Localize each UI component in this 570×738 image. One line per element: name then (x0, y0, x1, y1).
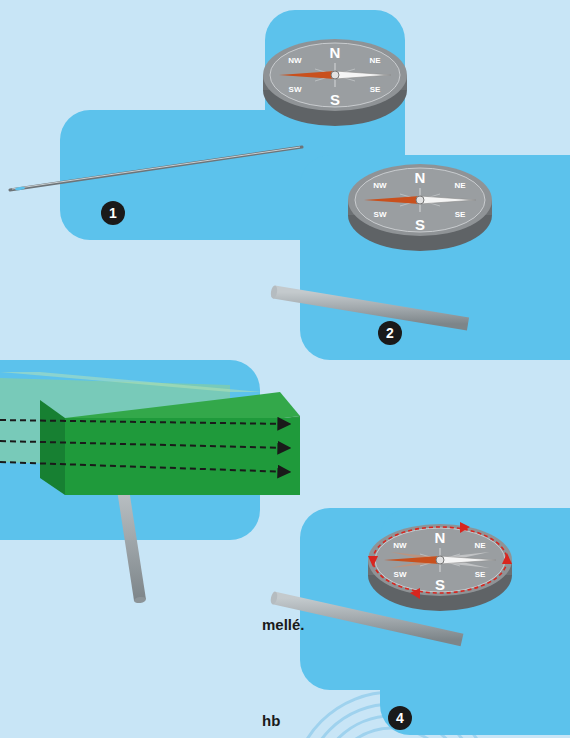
callout-number: 1 (109, 206, 117, 220)
callout-number: 4 (388, 706, 412, 730)
compass-letter: S (435, 577, 445, 592)
text-fragment: hb (262, 713, 280, 728)
compass (348, 164, 492, 251)
compass-needle (279, 71, 391, 79)
compass (263, 39, 407, 126)
text-fragment: mellé. (262, 617, 305, 632)
callout-number: 2 (378, 321, 402, 345)
compass-letter: SW (394, 571, 407, 579)
compass-letter: SW (374, 211, 387, 219)
compass-letter: NE (474, 542, 485, 550)
compass-letter: SE (455, 211, 466, 219)
compass-letter: NW (373, 182, 386, 190)
compass-letter: N (330, 45, 341, 60)
compass-letter: NE (454, 182, 465, 190)
compass-letter: SE (370, 86, 381, 94)
field-arrow (0, 420, 290, 472)
callout-number: 1 (101, 201, 125, 225)
compass-letter: NW (288, 57, 301, 65)
magnet-bar (0, 372, 300, 495)
compass-letter: NE (369, 57, 380, 65)
compass-letter: S (415, 217, 425, 232)
iron-rod (270, 285, 468, 324)
panel (0, 10, 570, 735)
rotation-arrow (368, 522, 512, 599)
callout-number: 2 (386, 326, 394, 340)
compass-letter: N (435, 530, 446, 545)
compass-letter: S (330, 92, 340, 107)
compass-needle (384, 556, 496, 564)
sewing-needle (10, 147, 302, 191)
callout-number: 4 (396, 711, 404, 725)
compass (368, 524, 512, 611)
compass-letter: SW (289, 86, 302, 94)
compass-letter: N (415, 170, 426, 185)
compass-needle (364, 196, 476, 204)
compass-letter: NW (393, 542, 406, 550)
compass-letter: SE (475, 571, 486, 579)
